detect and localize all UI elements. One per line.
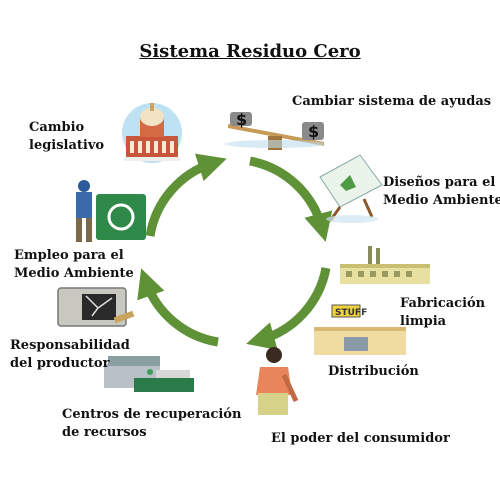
recovery-center-icon — [104, 356, 194, 392]
label-line: Cambio — [29, 120, 85, 135]
label-line: Medio Ambiente — [14, 266, 134, 281]
factory-icon — [340, 246, 430, 284]
label-line: limpia — [400, 314, 447, 329]
broken-monitor-icon — [57, 287, 135, 327]
store-icon: STUFF — [314, 304, 406, 355]
label-responsabilidad: Responsabilidad del productor — [10, 337, 130, 373]
label-distribucion: Distribución — [328, 363, 419, 381]
scale-with-dollar-bags-icon: $ $ — [225, 110, 325, 150]
label-line: Distribución — [328, 364, 419, 379]
label-empleo: Empleo para el Medio Ambiente — [14, 247, 134, 283]
label-poder: El poder del consumidor — [271, 430, 450, 448]
drafting-table-icon — [319, 154, 383, 223]
arrow-top-right — [249, 156, 333, 242]
label-line: Diseños para el — [383, 175, 496, 190]
svg-text:STUFF: STUFF — [335, 308, 367, 318]
recycling-worker-icon — [76, 180, 146, 242]
label-line: Empleo para el — [14, 248, 124, 263]
label-line: El poder del consumidor — [271, 431, 450, 446]
arrow-bottom-left — [137, 268, 219, 347]
arrow-top-left — [145, 153, 227, 237]
svg-text:$: $ — [236, 110, 247, 129]
label-line: Medio Ambiente — [383, 193, 500, 208]
label-line: Responsabilidad — [10, 338, 130, 353]
label-line: Cambiar sistema de ayudas — [292, 94, 492, 109]
label-line: Fabricación — [400, 296, 486, 311]
label-line: legislativo — [29, 138, 105, 153]
diagram-title: Sistema Residuo Cero — [139, 41, 361, 62]
label-disenos: Diseños para el Medio Ambiente — [383, 174, 500, 210]
label-line: del productor — [10, 356, 110, 371]
label-fabricacion: Fabricación limpia — [400, 295, 485, 331]
arrow-bottom-right — [246, 267, 331, 351]
svg-text:$: $ — [308, 122, 319, 141]
label-line: Centros de recuperación — [62, 407, 242, 422]
shopper-icon — [256, 347, 299, 415]
label-centros: Centros de recuperación de recursos — [62, 406, 241, 442]
label-line: de recursos — [62, 425, 147, 440]
label-cambiar: Cambiar sistema de ayudas — [292, 93, 491, 111]
capitol-icon — [122, 103, 182, 163]
label-cambio: Cambio legislativo — [29, 119, 104, 155]
